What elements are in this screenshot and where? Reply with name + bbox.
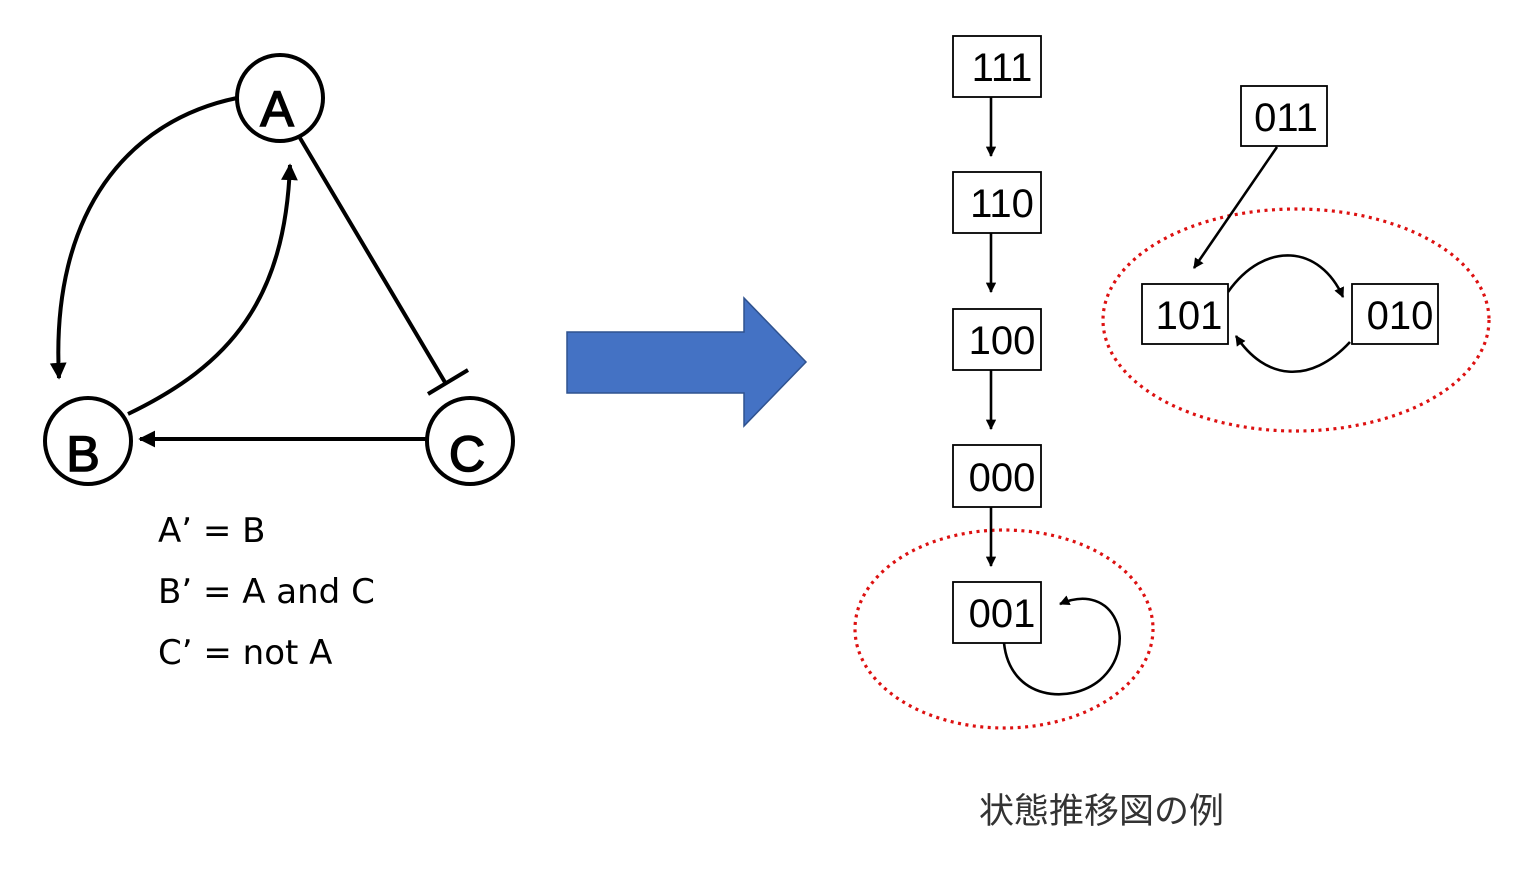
node-c-label: C (449, 426, 485, 482)
block-arrow-icon (566, 296, 808, 428)
state-111-box (952, 35, 1042, 98)
node-a-label: A (260, 81, 294, 137)
edge-b-to-a (127, 163, 298, 416)
state-000-box (952, 444, 1042, 508)
transition-010-101 (1234, 335, 1351, 374)
node-c: C (425, 396, 515, 486)
edge-a-to-b (49, 96, 238, 380)
boolean-rules: A’ = B B’ = A and C C’ = not A (158, 511, 375, 673)
state-010-box (1351, 283, 1439, 345)
diagram-caption: 状態推移図の例 (979, 792, 1224, 832)
state-transition-diagram: 111 110 100 000 001 011 101 010 (853, 35, 1491, 832)
state-111: 111 (952, 35, 1042, 98)
state-100-label: 100 (969, 319, 1036, 363)
node-b-label: B (66, 426, 99, 482)
transition-101-010 (1226, 254, 1345, 298)
node-a: A (235, 53, 325, 143)
state-110: 110 (952, 171, 1042, 234)
state-101-label: 101 (1156, 294, 1223, 338)
regulatory-network: A B C (43, 53, 515, 486)
state-001-box (952, 581, 1042, 644)
state-101: 101 (1141, 283, 1229, 345)
state-000-label: 000 (969, 456, 1036, 500)
rule-b: B’ = A and C (158, 572, 375, 612)
state-010-label: 010 (1367, 294, 1434, 338)
state-010: 010 (1351, 283, 1439, 345)
node-b: B (43, 396, 133, 486)
cyclic-attractor (1101, 207, 1491, 433)
state-001-label: 001 (969, 592, 1036, 636)
fixed-point-attractor (853, 528, 1155, 730)
edge-a-inhibits-c (298, 136, 448, 386)
state-011-box (1240, 85, 1328, 147)
state-000: 000 (952, 444, 1042, 508)
inhibition-bar (426, 368, 470, 396)
transition-011-101 (1192, 146, 1279, 269)
state-110-label: 110 (970, 182, 1034, 226)
node-a-circle (235, 53, 325, 143)
state-001: 001 (952, 581, 1042, 644)
node-c-circle (425, 396, 515, 486)
state-111-label: 111 (972, 46, 1033, 90)
state-110-box (952, 171, 1042, 234)
node-b-circle (43, 396, 133, 486)
rule-a: A’ = B (158, 511, 266, 551)
transition-001-self (1002, 595, 1121, 696)
state-100: 100 (952, 308, 1042, 371)
state-101-box (1141, 283, 1229, 345)
state-100-box (952, 308, 1042, 371)
state-011: 011 (1240, 85, 1328, 147)
rule-c: C’ = not A (158, 633, 332, 673)
state-011-label: 011 (1254, 96, 1318, 140)
